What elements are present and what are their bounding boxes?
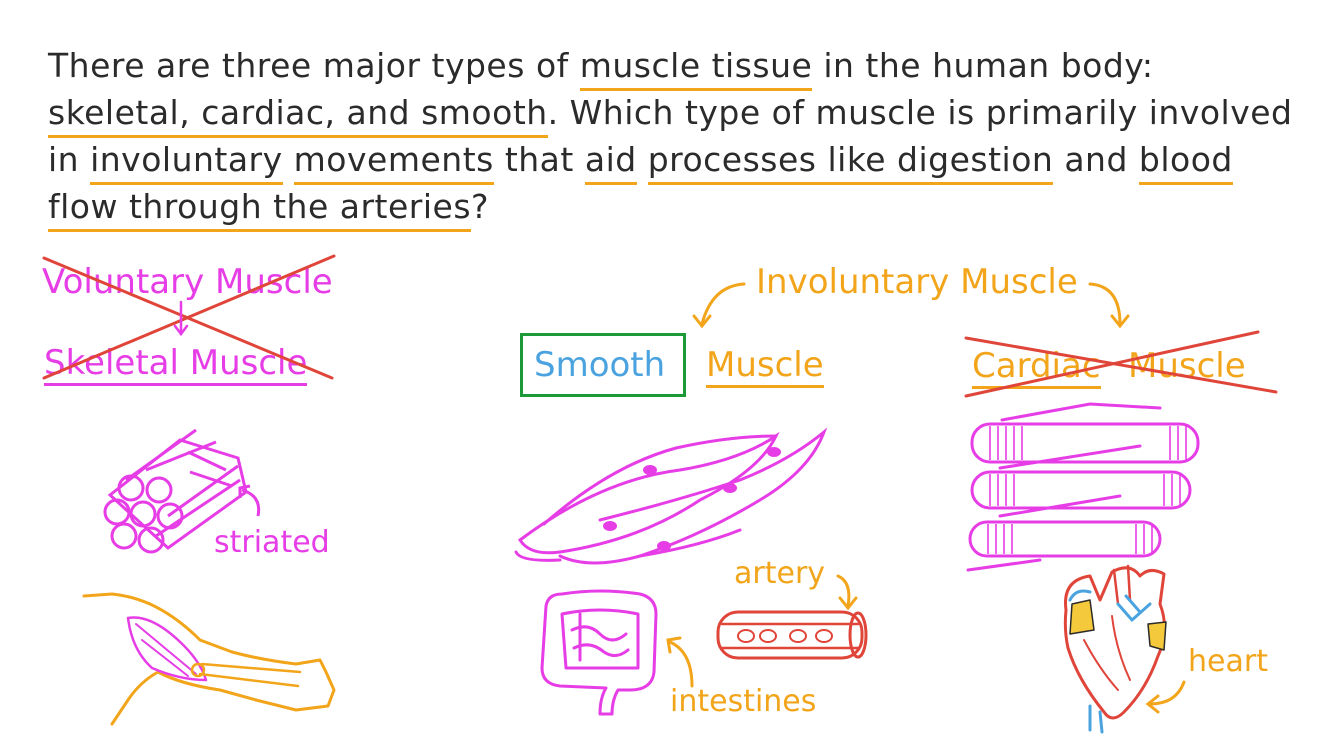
question-word: major [322, 46, 421, 85]
question-word: the [865, 46, 922, 85]
smooth-muscle-word: Muscle [706, 345, 824, 388]
question-word: in [48, 140, 80, 179]
question-word: primarily [985, 93, 1138, 132]
underlined-phrase: processes like digestion [647, 138, 1054, 185]
question-word: involved [1148, 93, 1293, 132]
underlined-phrase: involuntary [90, 138, 283, 185]
down-arrow-icon [173, 300, 189, 337]
intestines-icon [540, 589, 658, 716]
muscle-bundle-icon [103, 428, 261, 554]
heart-label: heart [1188, 644, 1268, 679]
underlined-phrase: blood [1138, 138, 1233, 185]
voluntary-muscle-label: Voluntary Muscle [42, 262, 333, 302]
question-word: three [221, 46, 312, 85]
striated-label: striated [214, 525, 330, 560]
smooth-muscle-nuclei [603, 447, 781, 551]
underlined-phrase: flow through the arteries [48, 185, 472, 232]
question-word: is [947, 93, 975, 132]
question-word: Which [569, 93, 674, 132]
involuntary-muscle-label: Involuntary Muscle [756, 262, 1078, 302]
cardiac-striations [987, 426, 1187, 554]
heart-icon [1063, 564, 1167, 734]
question-word: that [504, 140, 574, 179]
question-word: of [535, 46, 569, 85]
heart-arrow [1145, 680, 1186, 714]
intestines-arrow [666, 636, 694, 688]
skeletal-cross-out [42, 254, 336, 380]
question-word: ? [471, 187, 490, 226]
question-word: body: [1060, 46, 1154, 85]
question-word: are [156, 46, 211, 85]
artery-label: artery [734, 556, 826, 591]
artery-icon [716, 610, 868, 660]
question-word: and [1064, 140, 1128, 179]
question-word: There [48, 46, 146, 85]
intestines-label: intestines [670, 684, 817, 719]
question-word: in [823, 46, 855, 85]
artery-arrow [836, 574, 858, 611]
involuntary-arrows [692, 282, 1130, 329]
cardiac-cross-out [964, 330, 1278, 398]
smooth-label: Smooth [534, 345, 666, 385]
question-word: . [547, 93, 559, 132]
underlined-phrase: movements [293, 138, 494, 185]
arm-icon [82, 592, 336, 726]
question-word: muscle [815, 93, 937, 132]
smooth-highlight-box [520, 333, 686, 397]
underlined-phrase: skeletal, cardiac, and smooth [48, 91, 548, 138]
question-word: types [431, 46, 525, 85]
underlined-phrase: muscle tissue [579, 44, 813, 91]
question-word: human [932, 46, 1050, 85]
cardiac-muscle-word: Muscle [1128, 346, 1246, 386]
question-text: There are three major types of muscle ti… [48, 44, 1318, 232]
question-word: of [771, 93, 805, 132]
smooth-muscle-cells-icon [514, 427, 828, 565]
underlined-phrase: aid [584, 138, 637, 185]
question-word: type [684, 93, 761, 132]
cardiac-fibers-icon [966, 402, 1200, 572]
